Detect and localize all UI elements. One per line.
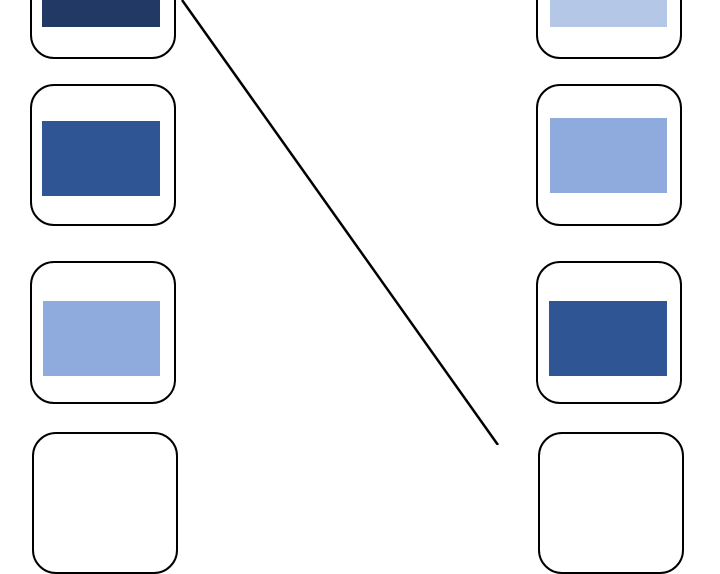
- right-box-2: [536, 84, 682, 226]
- right-box-3-swatch: [549, 301, 667, 376]
- left-box-1-swatch: [42, 0, 160, 27]
- left-box-2-swatch: [42, 121, 160, 196]
- right-box-3: [536, 261, 682, 404]
- right-box-1-swatch: [550, 0, 667, 27]
- connector-line-layer: [180, 0, 500, 445]
- left-box-2: [30, 84, 176, 226]
- right-box-2-swatch: [550, 118, 667, 193]
- left-box-3-swatch: [43, 301, 160, 376]
- connector-line: [180, 0, 500, 445]
- left-box-3: [30, 261, 176, 404]
- left-box-4: [32, 432, 178, 574]
- right-box-1: [536, 0, 682, 59]
- right-box-4: [538, 432, 684, 574]
- left-box-1: [30, 0, 176, 59]
